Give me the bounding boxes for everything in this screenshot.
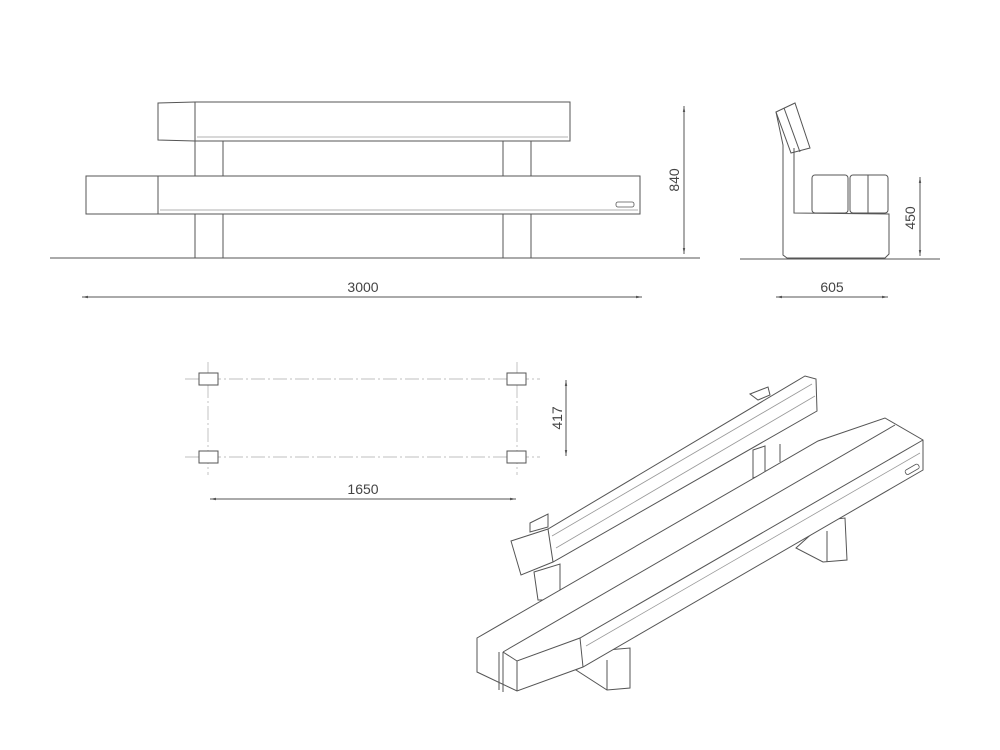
iso-logo-plate [904, 463, 920, 475]
dimension-height: 840 [666, 168, 682, 192]
side-seat-front [811, 174, 849, 214]
iso-seat [476, 417, 924, 692]
dimension-leg-spacing-depth: 417 [549, 406, 565, 430]
isometric-view [476, 375, 924, 692]
side-seat-back [849, 174, 889, 214]
side-elevation: 450 605 [740, 102, 940, 299]
logo-plate [615, 201, 635, 208]
leg-right [502, 213, 532, 259]
leg-back-right [502, 140, 532, 177]
side-backrest [775, 102, 811, 154]
footing-1 [198, 372, 219, 386]
footing-4 [506, 450, 527, 464]
backrest [157, 101, 571, 142]
front-elevation: 840 3000 [50, 101, 700, 299]
leg-back-left [194, 140, 224, 177]
footing-3 [198, 450, 219, 464]
plan-footprint: 417 1650 [185, 362, 568, 501]
dimension-depth: 605 [820, 279, 844, 295]
dimension-length: 3000 [347, 279, 378, 295]
leg-left [194, 213, 224, 259]
seat [85, 175, 641, 215]
footing-2 [506, 372, 527, 386]
dimension-leg-spacing-length: 1650 [347, 481, 378, 497]
dimension-seat-height: 450 [902, 206, 918, 230]
